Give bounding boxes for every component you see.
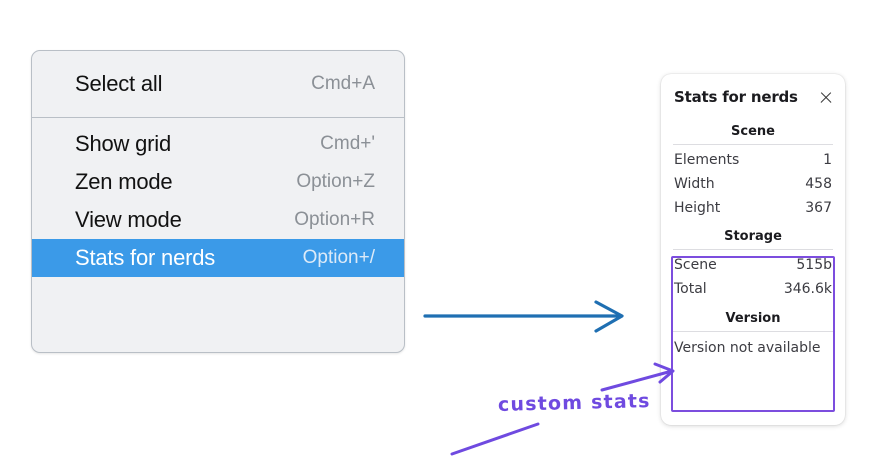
section-title-scene: Scene	[731, 124, 775, 139]
menu-item-shortcut: Option+Z	[296, 171, 375, 192]
menu-item-shortcut: Option+R	[294, 209, 375, 230]
menu-item-zen-mode[interactable]: Zen mode Option+Z	[32, 163, 404, 201]
stat-row-width: Width 458	[671, 172, 835, 196]
version-value: Version not available	[674, 340, 821, 356]
menu-item-label: Zen mode	[75, 169, 173, 194]
context-menu[interactable]: Select all Cmd+A Show grid Cmd+' Zen mod…	[31, 50, 405, 353]
stat-value: 346.6k	[783, 281, 832, 297]
section-title-version: Version	[725, 311, 781, 326]
stat-row-scene-storage: Scene 515b	[671, 253, 835, 277]
stat-label: Width	[674, 176, 715, 192]
menu-item-shortcut: Cmd+'	[320, 133, 375, 154]
menu-item-show-grid[interactable]: Show grid Cmd+'	[32, 125, 404, 163]
menu-group-2: Show grid Cmd+' Zen mode Option+Z View m…	[32, 118, 404, 277]
close-icon[interactable]	[818, 90, 833, 105]
section-divider	[673, 249, 833, 250]
menu-item-view-mode[interactable]: View mode Option+R	[32, 201, 404, 239]
stat-row-height: Height 367	[671, 196, 835, 220]
stat-value: 458	[805, 176, 832, 192]
panel-header: Stats for nerds	[671, 88, 835, 106]
menu-item-label: Stats for nerds	[75, 245, 216, 270]
stat-label: Total	[674, 281, 707, 297]
menu-item-label: Show grid	[75, 131, 172, 156]
purple-tail-stroke	[450, 422, 540, 456]
menu-item-shortcut: Option+/	[302, 247, 375, 268]
stat-label: Scene	[674, 257, 717, 273]
menu-group-1: Select all Cmd+A	[32, 51, 404, 117]
stats-for-nerds-panel: Stats for nerds Scene Elements 1 Width 4…	[661, 74, 845, 425]
stat-row-elements: Elements 1	[671, 148, 835, 172]
section-divider	[673, 144, 833, 145]
handwritten-annotation-custom-stats: custom stats	[497, 390, 651, 416]
menu-item-select-all[interactable]: Select all Cmd+A	[32, 65, 404, 103]
stat-value: 367	[805, 200, 832, 216]
panel-title: Stats for nerds	[674, 88, 798, 106]
stat-value: 515b	[796, 257, 832, 273]
stat-value: 1	[823, 152, 832, 168]
menu-item-shortcut: Cmd+A	[311, 73, 375, 94]
stat-row-total-storage: Total 346.6k	[671, 277, 835, 301]
menu-divider	[32, 117, 404, 118]
section-title-storage: Storage	[724, 229, 782, 244]
menu-item-label: View mode	[75, 207, 182, 232]
stat-label: Height	[674, 200, 721, 216]
blue-arrow	[423, 300, 624, 333]
menu-item-label: Select all	[75, 71, 163, 96]
stat-label: Elements	[674, 152, 740, 168]
section-divider	[673, 331, 833, 332]
menu-item-stats-for-nerds[interactable]: Stats for nerds Option+/	[32, 239, 404, 277]
